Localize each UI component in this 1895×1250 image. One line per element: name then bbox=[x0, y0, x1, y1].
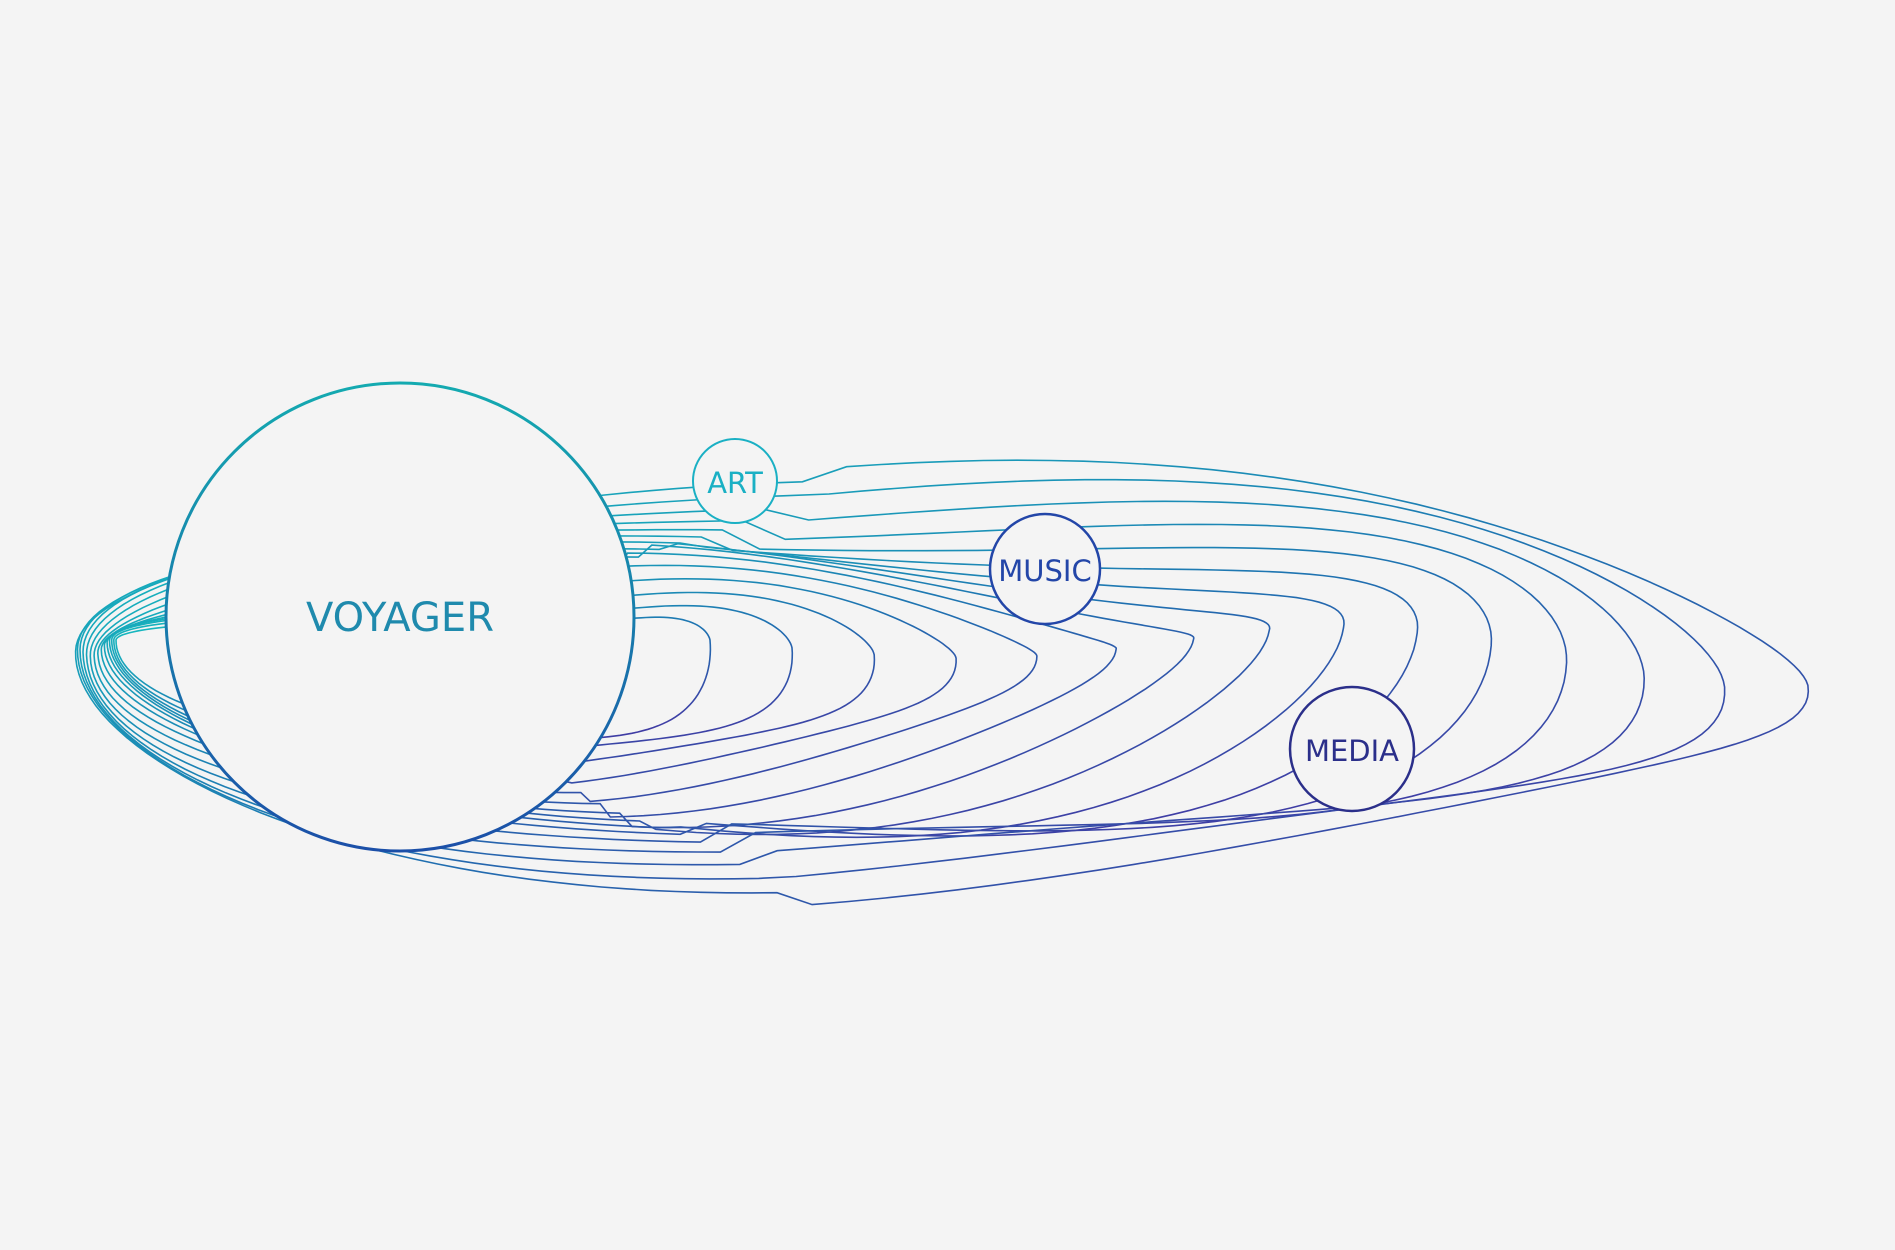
orbit-line bbox=[112, 604, 794, 759]
orbit-line bbox=[85, 528, 1493, 843]
orbit-line bbox=[76, 478, 1726, 880]
media-circle bbox=[1288, 685, 1416, 813]
node-art[interactable]: ART bbox=[692, 438, 778, 524]
orbit-line bbox=[103, 552, 1117, 818]
art-label: ART bbox=[707, 466, 763, 500]
orbit-line bbox=[106, 564, 1038, 803]
voyager-label: VOYAGER bbox=[306, 595, 494, 641]
music-circle bbox=[988, 512, 1102, 626]
orbit-line bbox=[96, 542, 1271, 836]
node-music[interactable]: MUSIC bbox=[988, 512, 1102, 626]
orbit-line bbox=[100, 544, 1195, 829]
orbit-line bbox=[110, 591, 876, 770]
orbit-line bbox=[108, 577, 957, 784]
orbit-line bbox=[79, 500, 1646, 866]
media-label: MEDIA bbox=[1305, 734, 1399, 768]
orbit-lines bbox=[74, 459, 1810, 906]
node-media[interactable]: MEDIA bbox=[1288, 685, 1416, 813]
orbit-line bbox=[74, 459, 1810, 906]
node-voyager[interactable]: VOYAGER bbox=[164, 381, 636, 853]
art-circle bbox=[692, 438, 778, 524]
orbit-line bbox=[82, 519, 1568, 853]
music-label: MUSIC bbox=[998, 554, 1091, 588]
voyager-circle bbox=[164, 381, 636, 853]
